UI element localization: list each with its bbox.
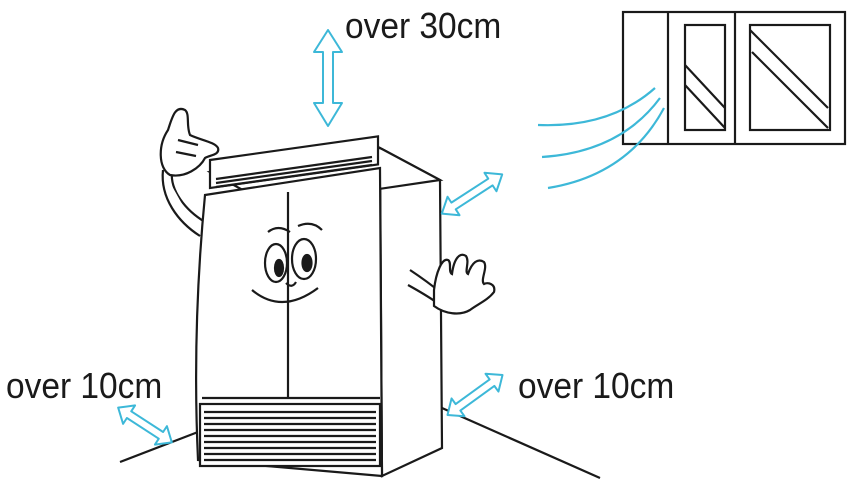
left-hand-icon bbox=[159, 107, 220, 237]
top-clearance-label: over 30cm bbox=[345, 5, 502, 46]
right-clearance-label: over 10cm bbox=[518, 365, 675, 406]
airflow-lines-icon bbox=[537, 87, 665, 190]
character-face-icon bbox=[251, 222, 323, 304]
window-icon bbox=[621, 10, 847, 146]
dehumidifier-unit-icon bbox=[195, 135, 444, 478]
double-arrow-icon bbox=[117, 29, 504, 446]
right-hand-icon bbox=[407, 253, 496, 315]
left-clearance-label: over 10cm bbox=[6, 365, 163, 406]
floor-lines bbox=[119, 406, 601, 480]
